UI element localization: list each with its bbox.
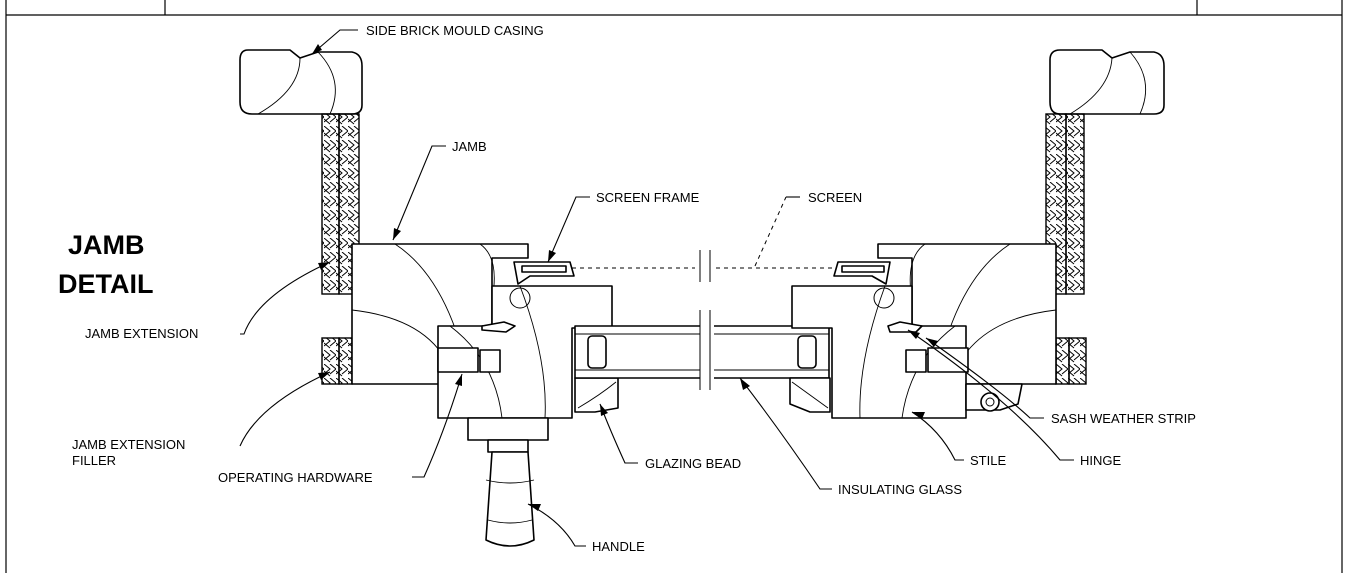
left-jamb-extension [321,113,360,385]
right-screen-frame [833,261,891,285]
leader-glazing-bead [599,403,638,464]
break-lines [699,250,714,390]
right-jamb-extension [1045,113,1087,385]
label-jamb-extension-filler-1: JAMB EXTENSION [72,437,185,452]
leader-sash-weather-strip [925,337,1044,419]
glazing-bead-right [789,377,831,413]
label-side-brick-mould-casing: SIDE BRICK MOULD CASING [366,23,544,38]
label-handle: HANDLE [592,539,645,554]
leader-handle [527,503,586,547]
label-sash-weather-strip: SASH WEATHER STRIP [1051,411,1196,426]
leader-jamb-extension-filler [239,371,331,447]
left-brick-mould-casing [239,49,363,115]
leader-operating-hardware [412,373,463,478]
label-hinge: HINGE [1080,453,1122,468]
title-line-1: JAMB [68,230,145,260]
label-screen: SCREEN [808,190,862,205]
right-brick-mould-casing [1049,49,1165,115]
left-hardware [437,321,549,547]
leader-stile [911,411,964,461]
leader-jamb-extension [240,261,331,335]
leader-hinge [907,329,1074,461]
leader-side-brick-mould-casing [311,29,358,55]
glazing-bead-left [574,377,619,413]
label-jamb-extension-filler-2: FILLER [72,453,116,468]
title-line-2: DETAIL [58,269,154,299]
right-sash-stile [791,285,967,419]
left-screen-frame [513,261,575,285]
label-operating-hardware: OPERATING HARDWARE [218,470,373,485]
leader-screen [754,196,800,267]
label-insulating-glass: INSULATING GLASS [838,482,962,497]
label-jamb: JAMB [452,139,487,154]
label-stile: STILE [970,453,1006,468]
leader-jamb [392,145,446,241]
right-hardware [887,321,1023,412]
page-frame [5,0,1343,573]
label-jamb-extension: JAMB EXTENSION [85,326,198,341]
label-glazing-bead: GLAZING BEAD [645,456,741,471]
leader-insulating-glass [739,377,832,490]
leader-screen-frame [547,196,590,263]
label-screen-frame: SCREEN FRAME [596,190,700,205]
